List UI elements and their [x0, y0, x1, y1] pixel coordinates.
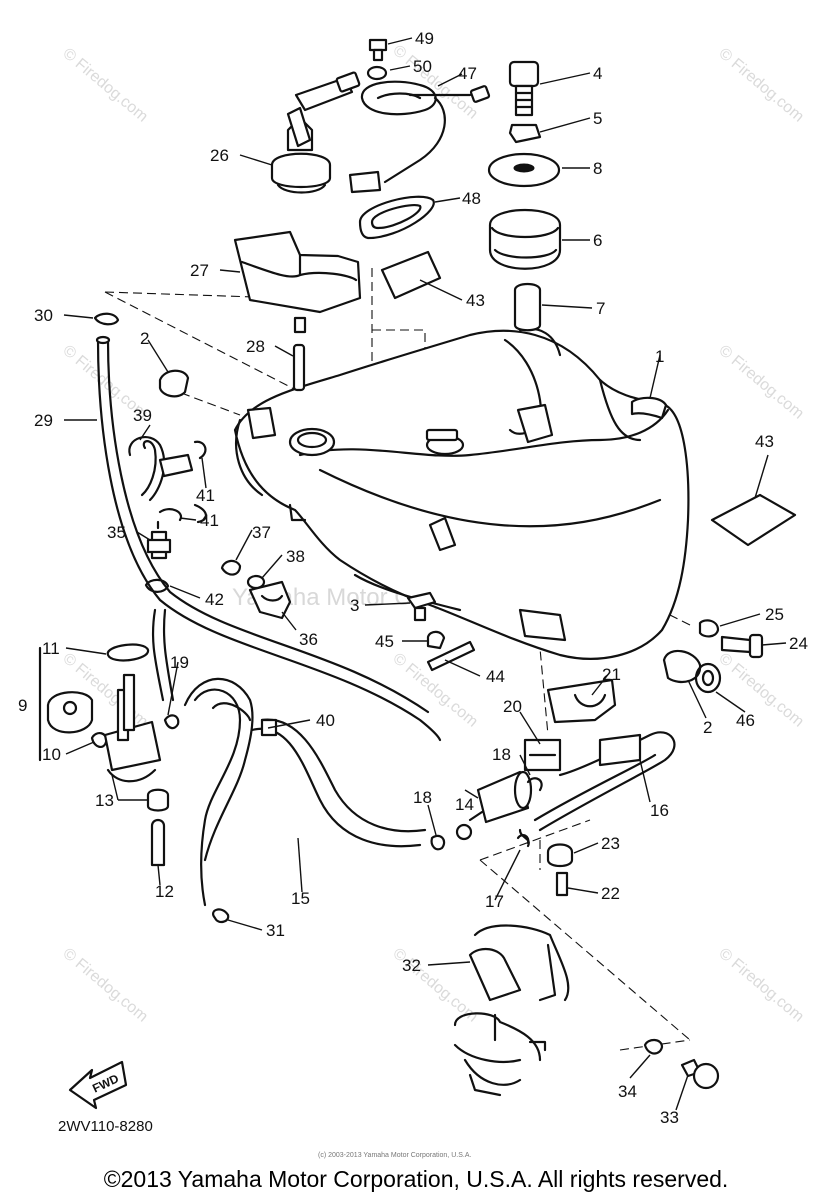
callout-29: 29: [34, 411, 53, 430]
callout-43-right: 43: [755, 432, 774, 451]
callout-labels: 49 50 47 4 5 8 26 48 6 27 43 7 30 2 28 1…: [18, 29, 808, 1127]
callout-1: 1: [655, 347, 664, 366]
fuel-tank: [233, 327, 690, 660]
gasket-pad-parts: [358, 195, 797, 547]
callout-50: 50: [413, 57, 432, 76]
callout-2-top: 2: [140, 329, 149, 348]
forward-arrow: FWD: [68, 1060, 128, 1110]
callout-8: 8: [593, 159, 602, 178]
watermark-site-r2: © Firedog.com: [715, 650, 806, 731]
callout-26: 26: [210, 146, 229, 165]
watermark-site-mr: © Firedog.com: [715, 342, 806, 423]
callout-23: 23: [601, 834, 620, 853]
fuel-filter-parts: [430, 770, 533, 851]
hose-parts: [93, 312, 442, 924]
callout-18-upper: 18: [492, 745, 511, 764]
breather-pipe-parts: [523, 678, 676, 897]
callout-4: 4: [593, 64, 602, 83]
callout-14: 14: [455, 795, 474, 814]
watermark-site-tr: © Firedog.com: [715, 45, 806, 126]
callout-39: 39: [133, 406, 152, 425]
callout-2-bottom: 2: [703, 718, 712, 737]
diagram-code: 2WV110-8280: [58, 1118, 153, 1135]
callout-6: 6: [593, 231, 602, 250]
callout-25: 25: [765, 605, 784, 624]
callout-17: 17: [485, 892, 504, 911]
callout-30: 30: [34, 306, 53, 325]
callout-5: 5: [593, 109, 602, 128]
filler-cap-assembly: [270, 71, 361, 194]
callout-15: 15: [291, 889, 310, 908]
callout-49: 49: [415, 29, 434, 48]
callout-22: 22: [601, 884, 620, 903]
fuel-cock-assembly: [38, 643, 170, 867]
footer-copyright: ©2013 Yamaha Motor Corporation, U.S.A. A…: [103, 1166, 729, 1192]
callout-18-lower: 18: [413, 788, 432, 807]
callout-35: 35: [107, 523, 126, 542]
callout-20: 20: [503, 697, 522, 716]
callout-41-upper: 41: [196, 486, 215, 505]
callout-40: 40: [316, 711, 335, 730]
callout-19: 19: [170, 653, 189, 672]
watermark-site-br: © Firedog.com: [715, 945, 806, 1026]
callout-37: 37: [252, 523, 271, 542]
callout-43-top: 43: [466, 291, 485, 310]
callout-42: 42: [205, 590, 224, 609]
callout-36: 36: [299, 630, 318, 649]
callout-45: 45: [375, 632, 394, 651]
mount-hardware: [487, 60, 562, 332]
tray-parts: [233, 230, 362, 392]
right-side-hardware: [220, 559, 764, 694]
callout-31: 31: [266, 921, 285, 940]
callout-32: 32: [402, 956, 421, 975]
callout-28: 28: [246, 337, 265, 356]
callout-9: 9: [18, 696, 27, 715]
callout-3: 3: [350, 596, 359, 615]
callout-13: 13: [95, 791, 114, 810]
callout-47: 47: [458, 64, 477, 83]
callout-44: 44: [486, 667, 505, 686]
cap-gasket-parts: [348, 38, 491, 194]
watermark-site-tl: © Firedog.com: [59, 45, 150, 126]
callout-48: 48: [462, 189, 481, 208]
watermark-site-bl: © Firedog.com: [59, 945, 150, 1026]
lower-carburetor-parts: [453, 924, 720, 1097]
callout-33: 33: [660, 1108, 679, 1127]
callout-41-lower: 41: [200, 511, 219, 530]
callout-21: 21: [602, 665, 621, 684]
callout-27: 27: [190, 261, 209, 280]
callout-10: 10: [42, 745, 61, 764]
callout-11: 11: [42, 639, 60, 658]
callout-34: 34: [618, 1082, 637, 1101]
small-copyright: (c) 2003-2013 Yamaha Motor Corporation, …: [318, 1152, 471, 1159]
callout-7: 7: [596, 299, 605, 318]
callout-38: 38: [286, 547, 305, 566]
callout-46: 46: [736, 711, 755, 730]
leader-lines: [63, 37, 787, 1111]
callout-24: 24: [789, 634, 808, 653]
callout-12: 12: [155, 882, 174, 901]
callout-16: 16: [650, 801, 669, 820]
